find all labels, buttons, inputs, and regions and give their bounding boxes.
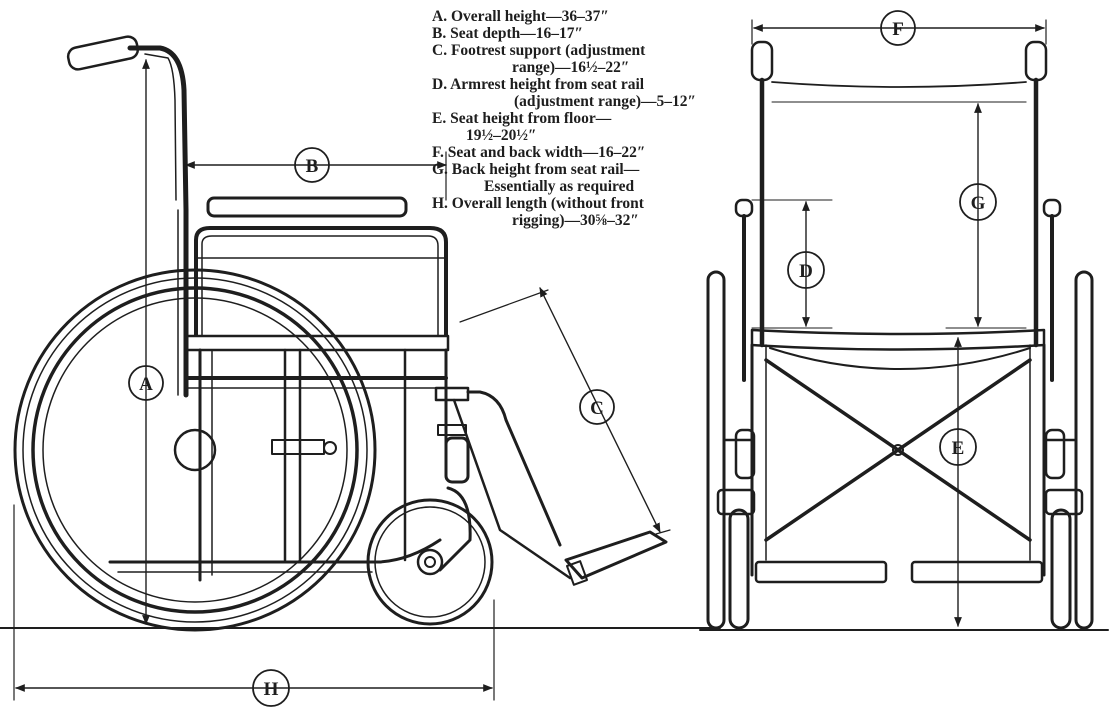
dimension-a: A — [128, 59, 164, 625]
front-view: F G D E — [699, 10, 1109, 631]
dimension-d: D — [751, 199, 833, 329]
armrest-side — [194, 196, 448, 337]
legend-text-cont: rigging)—30⅝–32″ — [512, 212, 639, 229]
dimension-c: C — [459, 287, 671, 535]
seat-frame-side — [108, 334, 450, 582]
dimension-b: B — [185, 147, 447, 201]
dimension-f: F — [751, 10, 1047, 46]
legend-text: A. Overall height—36–37″ — [432, 8, 609, 25]
footrest-side — [434, 386, 668, 586]
legend-text: F. Seat and back width—16–22″ — [432, 144, 646, 161]
callout-a: A — [139, 374, 153, 395]
callout-g: G — [971, 193, 986, 214]
legend-item-h: H. Overall length (without front rigging… — [432, 195, 752, 229]
cross-brace — [764, 358, 1032, 542]
legend-text: G. Back height from seat rail— — [432, 161, 640, 178]
legend-item-g: G. Back height from seat rail— Essential… — [432, 161, 752, 195]
dimension-e: E — [939, 337, 977, 627]
armrests-front — [734, 198, 1062, 382]
side-view: A B C H — [0, 35, 721, 707]
caster-wheel — [366, 436, 494, 626]
back-posts-front — [750, 40, 1048, 348]
legend-text: C. Footrest support (adjustment — [432, 42, 646, 59]
callout-f: F — [892, 19, 904, 40]
legend-item-f: F. Seat and back width—16–22″ — [432, 144, 752, 161]
legend-item-c: C. Footrest support (adjustment range)—1… — [432, 42, 752, 76]
callout-d: D — [799, 261, 813, 282]
legend-text-cont: (adjustment range)—5–12″ — [514, 93, 697, 110]
casters-front — [716, 428, 1084, 630]
legend-text: B. Seat depth—16–17″ — [432, 25, 584, 42]
callout-c: C — [590, 398, 604, 419]
legend-text: H. Overall length (without front — [432, 195, 644, 212]
legend-text: E. Seat height from floor— — [432, 110, 612, 127]
legend-text: D. Armrest height from seat rail — [432, 76, 645, 93]
back-post — [66, 35, 189, 398]
seat-front — [750, 328, 1046, 577]
footplates-front — [754, 560, 1044, 584]
legend-text-cont: 19½–20½″ — [466, 127, 537, 144]
legend-item-d: D. Armrest height from seat rail (adjust… — [432, 76, 752, 110]
dimension-g: G — [945, 101, 1027, 329]
legend-item-a: A. Overall height—36–37″ — [432, 8, 752, 25]
callout-h: H — [264, 679, 279, 700]
legend-item-e: E. Seat height from floor— 19½–20½″ — [432, 110, 752, 144]
dimension-h: H — [13, 504, 495, 707]
callout-b: B — [306, 156, 319, 177]
legend-item-b: B. Seat depth—16–17″ — [432, 25, 752, 42]
legend-text-cont: Essentially as required — [484, 178, 635, 195]
rear-wheels-front — [706, 270, 1094, 630]
dimension-legend: A. Overall height—36–37″ B. Seat depth—1… — [432, 8, 752, 229]
callout-e: E — [952, 438, 965, 459]
legend-text-cont: range)—16½–22″ — [512, 59, 630, 76]
